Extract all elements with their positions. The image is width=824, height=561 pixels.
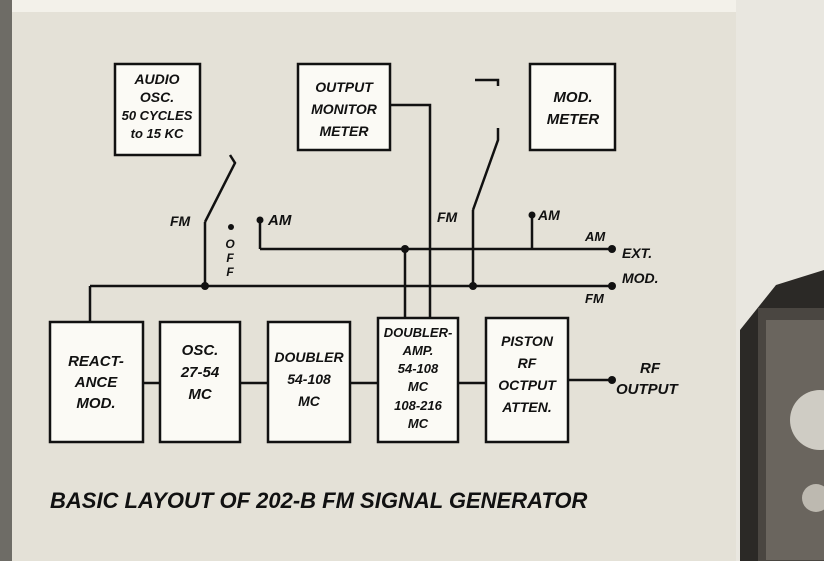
output-monitor-line-3: METER: [320, 123, 370, 139]
osc-line-3: MC: [188, 386, 212, 403]
mod-meter-line-2: METER: [547, 111, 600, 128]
doubler-amp-line-3: 54-108: [398, 361, 439, 376]
reactance-mod-block: REACT- ANCE MOD.: [50, 322, 143, 442]
reactance-line-3: MOD.: [76, 395, 115, 412]
reactance-line-2: ANCE: [74, 374, 118, 391]
mod-meter-block: MOD. METER: [530, 64, 615, 150]
doubler-amp-block: DOUBLER- AMP. 54-108 MC 108-216 MC: [378, 318, 458, 442]
doubler-line-1: DOUBLER: [274, 349, 344, 365]
am-switch-label-left: AM: [267, 212, 292, 229]
diagram-caption: BASIC LAYOUT OF 202-B FM SIGNAL GENERATO…: [50, 488, 588, 513]
doubler-amp-line-4: MC: [408, 379, 429, 394]
output-monitor-meter-block: OUTPUT MONITOR METER: [298, 64, 390, 150]
fm-bus-label: FM: [585, 291, 605, 306]
output-monitor-line-2: MONITOR: [311, 101, 378, 117]
audio-osc-line-2: OSC.: [140, 89, 174, 105]
ext-label: EXT.: [622, 245, 652, 261]
piston-line-3: OCTPUT: [498, 377, 557, 393]
output-monitor-line-1: OUTPUT: [315, 79, 374, 95]
reactance-line-1: REACT-: [68, 353, 124, 370]
off-label-o: O: [225, 237, 235, 251]
am-switch-label-right: AM: [537, 207, 560, 223]
doubler-line-3: MC: [298, 393, 321, 409]
rf-output-line-2: OUTPUT: [616, 381, 680, 398]
piston-line-2: RF: [518, 355, 537, 371]
fm-switch-label-right: FM: [437, 209, 458, 225]
doubler-amp-line-5: 108-216: [394, 398, 442, 413]
doubler-line-2: 54-108: [287, 371, 331, 387]
piston-line-1: PISTON: [501, 333, 554, 349]
audio-osc-line-4: to 15 KC: [131, 126, 184, 141]
doubler-amp-line-6: MC: [408, 416, 429, 431]
am-bus-label: AM: [584, 229, 606, 244]
osc-line-2: 27-54: [180, 364, 220, 381]
mod-meter-line-1: MOD.: [553, 89, 592, 106]
piston-line-4: ATTEN.: [501, 399, 552, 415]
piston-attenuator-block: PISTON RF OCTPUT ATTEN.: [486, 318, 568, 442]
off-label-f2: F: [226, 265, 234, 279]
audio-osc-block: AUDIO OSC. 50 CYCLES to 15 KC: [115, 64, 200, 155]
off-label-f1: F: [226, 251, 234, 265]
doubler-amp-line-2: AMP.: [402, 343, 434, 358]
osc-block: OSC. 27-54 MC: [160, 322, 240, 442]
fm-switch-label-left: FM: [170, 213, 191, 229]
mod-label: MOD.: [622, 270, 659, 286]
audio-osc-line-1: AUDIO: [133, 71, 179, 87]
doubler-amp-line-1: DOUBLER-: [384, 325, 453, 340]
audio-osc-line-3: 50 CYCLES: [122, 108, 193, 123]
osc-line-1: OSC.: [182, 342, 219, 359]
rf-output-line-1: RF: [640, 360, 661, 377]
doubler-block: DOUBLER 54-108 MC: [268, 322, 350, 442]
